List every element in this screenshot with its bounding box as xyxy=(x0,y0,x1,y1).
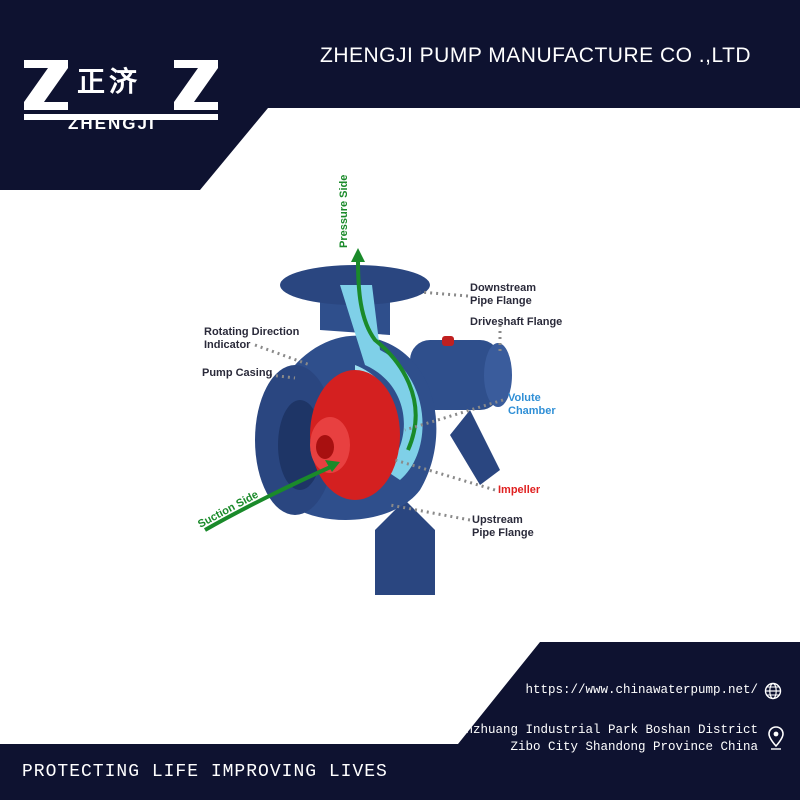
globe-icon xyxy=(764,682,782,700)
leader-upstream xyxy=(389,503,471,522)
footer-band xyxy=(0,642,800,800)
company-address: Nanzhuang Industrial Park Boshan Distric… xyxy=(450,722,758,756)
pump-base xyxy=(375,500,435,595)
label-pump-casing: Pump Casing xyxy=(202,367,273,379)
logo-chinese-text: 正济 xyxy=(77,65,142,98)
label-volute-chamber: Volute Chamber xyxy=(508,392,556,418)
leader-casing xyxy=(269,373,296,380)
label-driveshaft-flange: Driveshaft Flange xyxy=(470,316,563,328)
zhengji-logo xyxy=(24,60,218,120)
location-pin-icon xyxy=(768,726,784,750)
header-band xyxy=(0,0,800,190)
driveshaft-housing xyxy=(410,340,500,410)
website-url[interactable]: https://www.chinawaterpump.net/ xyxy=(525,683,758,697)
label-upstream-line2: Pipe Flange xyxy=(472,527,534,539)
label-downstream-line1: Downstream xyxy=(470,282,537,294)
label-upstream-line1: Upstream xyxy=(472,514,523,526)
label-rotating-line2: Indicator xyxy=(204,339,251,351)
logo-z-left xyxy=(24,60,68,110)
label-rotating-direction: Rotating Direction Indicator xyxy=(204,326,299,352)
suction-arrow-head xyxy=(325,460,340,472)
pressure-water-channel xyxy=(340,285,423,480)
label-volute-line1: Volute xyxy=(508,392,541,404)
company-slogan: PROTECTING LIFE IMPROVING LIVES xyxy=(22,762,388,782)
label-volute-line2: Chamber xyxy=(508,405,556,417)
label-downstream-flange: Downstream Pipe Flange xyxy=(470,282,536,308)
driveshaft-flange-face xyxy=(484,343,512,407)
side-support xyxy=(450,410,500,485)
leader-volute xyxy=(404,398,504,432)
logo-z-right xyxy=(174,60,218,110)
logo-bar xyxy=(24,114,218,120)
website-url-text: https://www.chinawaterpump.net/ xyxy=(525,683,758,697)
company-name: ZHENGJI PUMP MANUFACTURE CO .,LTD xyxy=(320,44,752,67)
label-rotating-line1: Rotating Direction xyxy=(204,326,300,338)
label-downstream-line2: Pipe Flange xyxy=(470,295,532,307)
pressure-flow-arrow xyxy=(356,259,418,451)
address-line2: Zibo City Shandong Province China xyxy=(510,740,758,754)
label-impeller: Impeller xyxy=(498,484,541,496)
logo-word: ZHENGJI xyxy=(68,114,156,133)
label-upstream-flange: Upstream Pipe Flange xyxy=(472,514,534,540)
address-line1: Nanzhuang Industrial Park Boshan Distric… xyxy=(450,723,758,737)
indicator-cap xyxy=(442,336,454,346)
leader-downstream xyxy=(419,290,469,298)
label-pressure-side: Pressure Side xyxy=(338,174,350,248)
suction-flow-arrow xyxy=(204,463,336,532)
pressure-arrow-head xyxy=(351,248,365,262)
impeller-hub xyxy=(316,435,334,459)
leader-rotating xyxy=(254,343,311,367)
pump-cutaway-diagram xyxy=(204,248,512,595)
